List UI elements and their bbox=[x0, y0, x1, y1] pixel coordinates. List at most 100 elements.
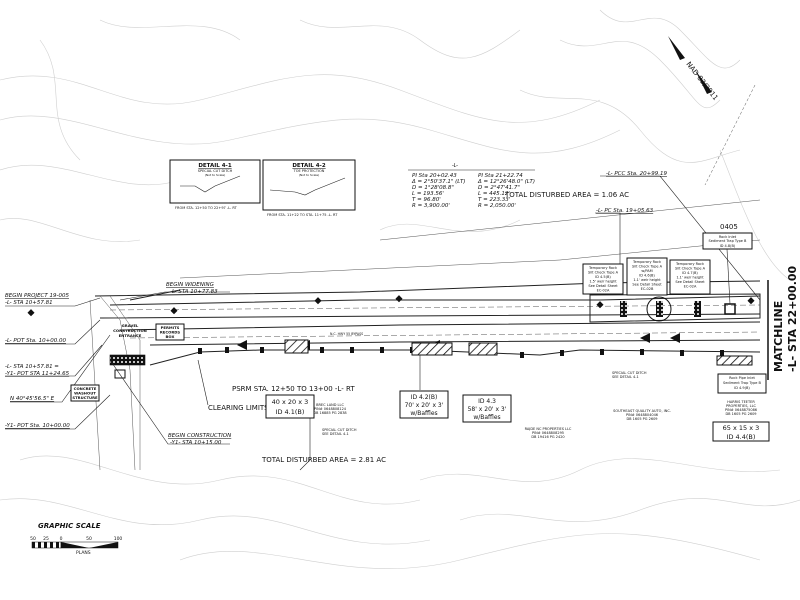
concrete-washout bbox=[114, 369, 126, 379]
basin-size: 65 x 15 x 3 bbox=[723, 424, 760, 432]
gravel-entrance-callout: GRAVEL CONSTRUCTION ENTRANCE bbox=[113, 323, 147, 338]
curve-t: T = 96.80' bbox=[412, 197, 441, 203]
property-brec-land: BREC LAND LLC PIN# 0648808124 DB 16885 P… bbox=[313, 403, 346, 415]
callout-line: BOX bbox=[166, 334, 175, 339]
callout-line: ID 4.9(B) bbox=[734, 386, 750, 390]
station-equation: -L- STA 10+57.81 = bbox=[5, 364, 59, 370]
callout-line: RECORDS bbox=[160, 330, 181, 335]
callout-line: Silt Check Type A bbox=[632, 265, 663, 269]
scale-tick: 0 bbox=[60, 536, 63, 542]
matchline-station: -L- STA 22+00.00 bbox=[786, 265, 799, 372]
begin-project-station: -L- STA 10+57.81 bbox=[5, 300, 53, 306]
detail-note: (Not to Scale) bbox=[205, 173, 226, 177]
callout-line: CONCRETE bbox=[74, 386, 97, 391]
callout-line: See Detail Sheet bbox=[632, 283, 662, 287]
basin-note: w/Baffles bbox=[410, 410, 437, 417]
property-line-text: PIN# 0648808295 bbox=[532, 431, 564, 435]
callout-line: ENTRANCE bbox=[119, 333, 142, 338]
sediment-basin-4-1 bbox=[284, 339, 309, 354]
callout-line: WASHOUT bbox=[74, 391, 96, 396]
detail-title: DETAIL 4-2 bbox=[292, 163, 325, 169]
road-label: N.C. HWY 55 BYPASS bbox=[330, 332, 363, 336]
curve-delta: Δ = 2°50'37.1" (LT) bbox=[411, 179, 466, 185]
curve-d: D = 2°47'41.7" bbox=[478, 185, 520, 191]
pam-circle bbox=[646, 296, 672, 322]
callout-line: Silt Check Type A bbox=[675, 267, 706, 271]
basin-callout-4-1: 40 x 20 x 3 ID 4.1(B) bbox=[265, 394, 315, 419]
property-line-text: PROPERTIES, LLC bbox=[726, 404, 757, 408]
property-line-text: PIN# 0648808124 bbox=[314, 407, 347, 411]
callout-line: EC-02A bbox=[684, 285, 697, 289]
total-disturbed-area-top: TOTAL DISTURBED AREA = 1.06 AC bbox=[504, 191, 629, 199]
callout-line: 1.1' weir height bbox=[676, 276, 704, 280]
property-line-text: PIN# 0648804046 bbox=[626, 413, 658, 417]
property-line-text: PIN# 0648875086 bbox=[725, 408, 757, 412]
silt-check-callout-1: Temporary Rock Silt Check Type A ID 4.5(… bbox=[582, 263, 624, 295]
property-line-text: SOUTHEAST QUALITY AUTO, INC. bbox=[613, 409, 671, 413]
basin-id: ID 4.4(B) bbox=[727, 433, 756, 441]
basin-size: 40 x 20 x 3 bbox=[272, 398, 309, 406]
scale-label: PLANS bbox=[76, 550, 91, 556]
callout-line: STRUCTURE bbox=[72, 395, 98, 400]
curve-pi: PI Sta 21+22.74 bbox=[478, 173, 523, 179]
callout-line: PERMITS bbox=[161, 325, 180, 330]
basin-id: ID 4.2(B) bbox=[411, 394, 438, 401]
leader-lines bbox=[5, 175, 761, 471]
begin-construction-label: BEGIN CONSTRUCTION bbox=[168, 433, 231, 439]
callout-line: ID 4.8(B) bbox=[720, 244, 736, 248]
callout-line: Rock Inlet bbox=[719, 235, 737, 239]
property-rajde: RAJDE NC PROPERTIES LLC PIN# 0648808295 … bbox=[525, 427, 572, 439]
property-line-text: RAJDE NC PROPERTIES LLC bbox=[525, 427, 572, 431]
scale-tick: 50 bbox=[30, 536, 36, 542]
callout-line: ID 4.7(B) bbox=[682, 271, 698, 275]
bearing-label: N 40°45'56.5" E bbox=[10, 396, 55, 402]
property-southeast-quality-auto: SOUTHEAST QUALITY AUTO, INC. PIN# 064880… bbox=[613, 409, 671, 421]
callout-line: See Detail Sheet bbox=[675, 280, 705, 284]
property-line bbox=[704, 84, 756, 186]
point-id: 0405 bbox=[720, 223, 738, 231]
property-line-text: DB 1605 PG 2609 bbox=[725, 412, 756, 416]
detail-4-1: DETAIL 4-1 SPECIAL CUT DITCH (Not to Sca… bbox=[169, 159, 261, 210]
callout-line: See Detail Sheet bbox=[588, 284, 618, 288]
curve-l: L = 445.12' bbox=[478, 191, 510, 197]
pc-station: -L- PC Sta. 19+05.63 bbox=[596, 208, 654, 214]
callout-line: 1.1' weir height bbox=[633, 278, 661, 282]
y1-pot-station: -Y1- POT Sta. 10+00.00 bbox=[5, 423, 70, 429]
property-line-text: BREC LAND LLC bbox=[316, 403, 344, 407]
north-arrow-label: NAD 83/2011 bbox=[684, 60, 719, 102]
basin-callout-4-3: ID 4.3 58' x 20' x 3' w/Baffles bbox=[462, 394, 512, 423]
callout-line: 1.5' weir height bbox=[589, 280, 617, 284]
callout-line: w/PAM bbox=[641, 269, 652, 273]
callout-line: Temporary Rock bbox=[588, 266, 618, 270]
station-equation-y1: -Y1- POT STA 11+24.65 bbox=[5, 371, 70, 377]
clearing-limits-label: CLEARING LIMITS bbox=[208, 404, 269, 412]
north-arrow: NAD 83/2011 bbox=[668, 36, 720, 102]
rock-pipe-inlet-callout: Rock Pipe Inlet Sediment Trap Type B ID … bbox=[717, 373, 767, 394]
basin-size: 58' x 20' x 3' bbox=[468, 406, 507, 413]
special-cut-ditch-ref: SEE DETAIL 4-1 bbox=[612, 375, 639, 379]
detail-4-2: DETAIL 4-2 TOE PROTECTION (Not to Scale)… bbox=[262, 159, 356, 217]
callout-line: Sediment Trap Type B bbox=[723, 381, 762, 385]
silt-check-4-7 bbox=[694, 301, 701, 317]
basin-callout-4-2: ID 4.2(B) 70' x 20' x 3' w/Baffles bbox=[399, 390, 449, 419]
callout-line: GRAVEL bbox=[122, 323, 139, 328]
callout-line: ID 4.6(B) bbox=[639, 274, 655, 278]
property-line-text: DB 19416 PG 2420 bbox=[531, 435, 564, 439]
begin-construction-station: -Y1- STA 10+15.00 bbox=[170, 440, 222, 446]
detail-subtitle: SPECIAL CUT DITCH bbox=[198, 169, 233, 173]
basin-id: ID 4.1(B) bbox=[276, 408, 305, 416]
control-points bbox=[27, 295, 755, 317]
property-line-text: HARRIS TEETER bbox=[727, 400, 755, 404]
rock-inlet-callout: Rock Inlet Sediment Trap Type B ID 4.8(B… bbox=[702, 232, 753, 305]
basin-size: 70' x 20' x 3' bbox=[405, 402, 444, 409]
begin-widening-station: -L- STA 10+77.83 bbox=[170, 289, 218, 295]
callout-line: EC-02A bbox=[597, 289, 610, 293]
property-harris-teeter: HARRIS TEETER PROPERTIES, LLC PIN# 06488… bbox=[725, 400, 757, 416]
curve-l: L = 193.56' bbox=[412, 191, 444, 197]
pcc-station: -L- PCC Sta. 20+99.19 bbox=[606, 171, 667, 177]
silt-check-4-5 bbox=[620, 301, 627, 317]
scale-tick: 100 bbox=[114, 536, 123, 542]
washout-callout: CONCRETE WASHOUT STRUCTURE bbox=[70, 384, 100, 402]
curve-d: D = 1°28'08.8" bbox=[412, 185, 454, 191]
